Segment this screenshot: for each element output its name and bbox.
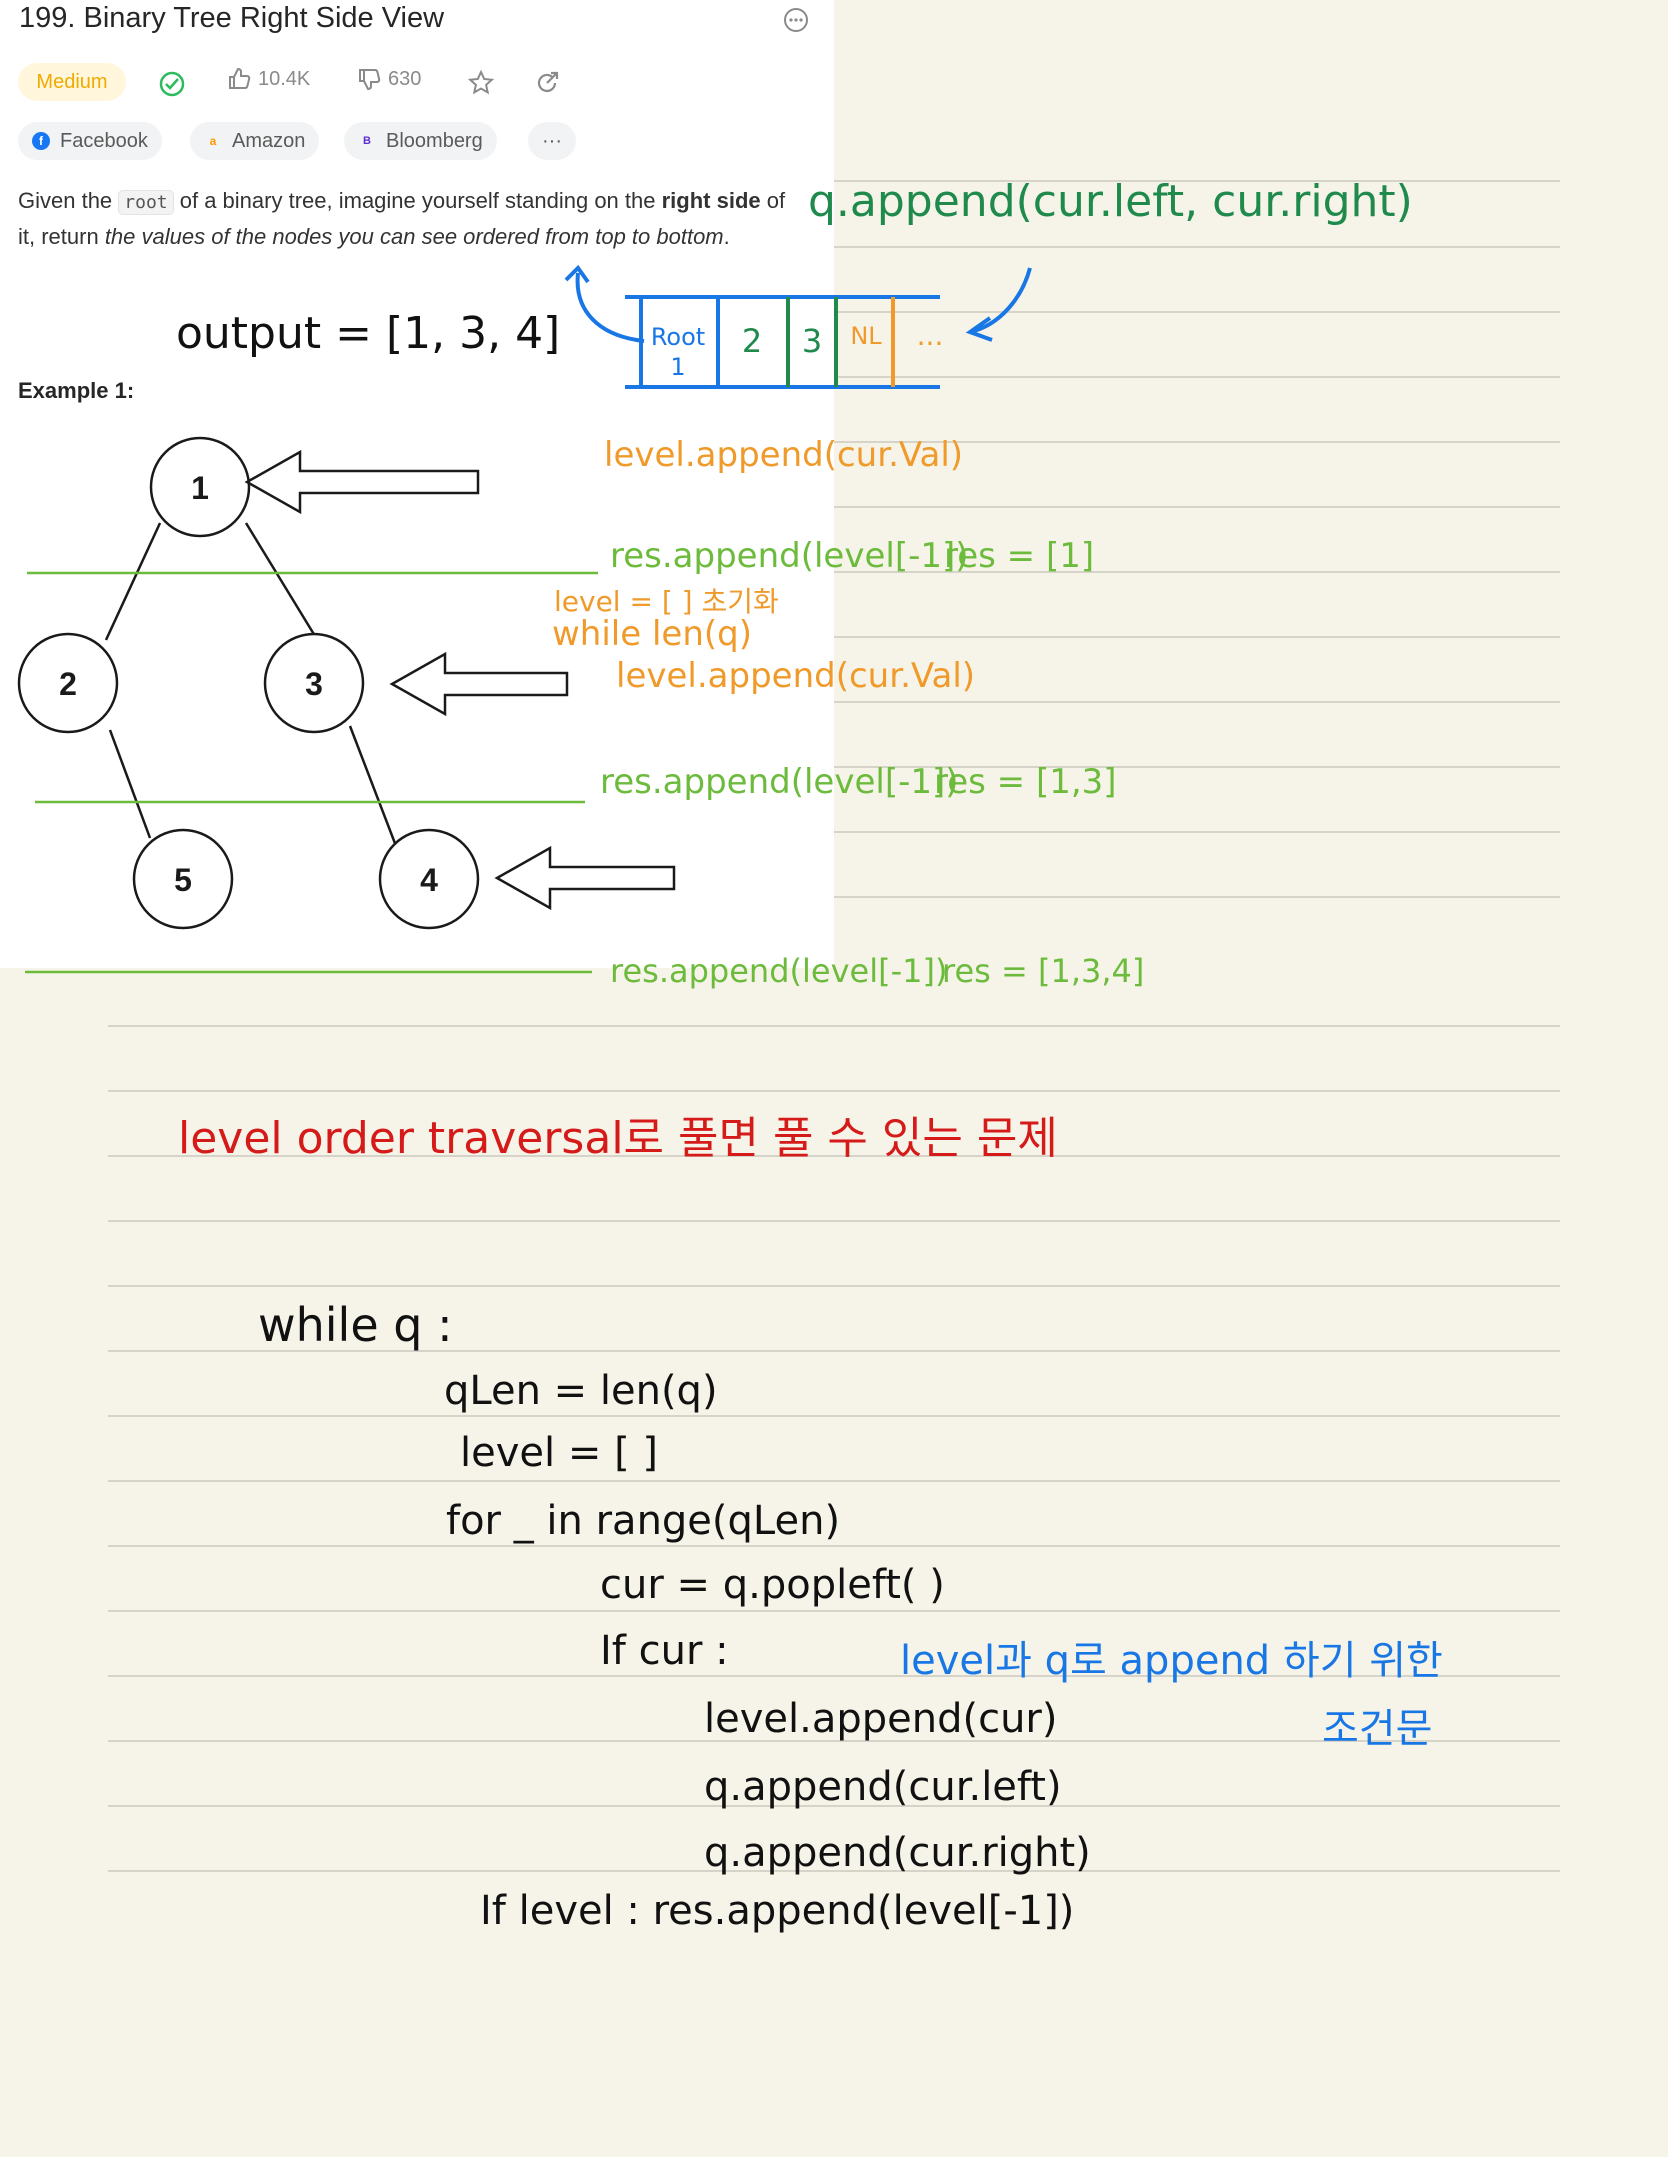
facebook-icon: f bbox=[32, 132, 50, 150]
star-icon[interactable] bbox=[467, 69, 495, 97]
company-tag-facebook[interactable]: f Facebook bbox=[18, 122, 162, 160]
code-line: level = [ ] bbox=[460, 1430, 658, 1476]
dequeue-arrow-icon bbox=[575, 272, 645, 343]
res-append-note-2: res.append(level[-1]) bbox=[600, 762, 959, 802]
edge-3-4 bbox=[348, 725, 398, 847]
level-append-note-1: level.append(cur.Val) bbox=[604, 435, 964, 475]
code-line: for _ in range(qLen) bbox=[446, 1498, 841, 1544]
dislike-button[interactable]: 630 bbox=[356, 66, 421, 92]
res-value-note-1: res = [1] bbox=[944, 536, 1095, 576]
inline-code-root: root bbox=[118, 190, 174, 215]
condition-note: level과 q로 append 하기 위한 bbox=[900, 1638, 1443, 1684]
level-reset-note: level = [ ] 초기화 bbox=[554, 585, 779, 618]
while-len-note: while len(q) bbox=[552, 614, 752, 654]
node-label-4: 4 bbox=[420, 862, 438, 898]
node-label-2: 2 bbox=[59, 666, 77, 702]
arrow-head-icon bbox=[965, 316, 993, 342]
code-line: If cur : bbox=[600, 1628, 729, 1674]
amazon-icon: a bbox=[209, 134, 217, 148]
queue-cell-2: 2 bbox=[742, 322, 762, 360]
right-arrow-icon bbox=[494, 845, 676, 911]
queue-cell-3: 3 bbox=[802, 322, 822, 360]
queue-root-label: Root bbox=[651, 323, 705, 351]
queue-diagram bbox=[564, 264, 1032, 389]
company-tag-bloomberg[interactable]: B Bloomberg bbox=[344, 122, 497, 160]
thumbs-down-icon bbox=[359, 69, 381, 91]
enqueue-arrow-icon bbox=[969, 267, 1032, 334]
more-companies-button[interactable]: ··· bbox=[528, 122, 576, 160]
node-circle-3 bbox=[263, 632, 365, 734]
difficulty-badge: Medium bbox=[18, 63, 126, 101]
example-label: Example 1: bbox=[18, 378, 135, 403]
code-line: q.append(cur.left) bbox=[704, 1764, 1062, 1810]
edge-1-2 bbox=[104, 522, 162, 641]
like-button[interactable]: 10.4K bbox=[226, 66, 310, 92]
dislike-count: 630 bbox=[388, 67, 422, 90]
code-line: qLen = len(q) bbox=[444, 1368, 718, 1414]
arrow-head-icon bbox=[564, 264, 590, 284]
level-append-note-2: level.append(cur.Val) bbox=[616, 656, 976, 696]
node-circle-4 bbox=[378, 828, 480, 930]
thumbs-up-icon bbox=[229, 67, 251, 89]
queue-root-value: 1 bbox=[670, 353, 685, 381]
node-circle-1 bbox=[149, 436, 251, 538]
edge-1-3 bbox=[244, 522, 317, 637]
edge-2-5 bbox=[108, 729, 152, 839]
node-label-5: 5 bbox=[174, 862, 192, 898]
tree-diagram: 1 2 3 5 4 Root 1 2 3 NL ... bbox=[17, 264, 1032, 974]
code-line: level.append(cur) bbox=[704, 1696, 1058, 1742]
condition-note-2: 조건문 bbox=[1322, 1706, 1433, 1752]
res-value-note-3: res = [1,3,4] bbox=[942, 952, 1145, 990]
node-circle-5 bbox=[132, 828, 234, 930]
problem-title: 199. Binary Tree Right Side View bbox=[19, 2, 445, 34]
code-line: q.append(cur.right) bbox=[704, 1830, 1091, 1876]
res-append-note-1: res.append(level[-1]) bbox=[610, 536, 969, 576]
queue-cell-more: ... bbox=[917, 319, 944, 352]
solved-check-icon bbox=[159, 71, 185, 97]
output-note: output = [1, 3, 4] bbox=[176, 308, 561, 359]
company-tag-amazon[interactable]: a Amazon bbox=[190, 122, 320, 160]
q-append-note: q.append(cur.left, cur.right) bbox=[808, 176, 1413, 227]
more-options-icon[interactable] bbox=[783, 7, 809, 33]
bloomberg-icon: B bbox=[363, 135, 371, 147]
like-count: 10.4K bbox=[258, 67, 311, 90]
share-icon[interactable] bbox=[533, 69, 561, 97]
node-circle-2 bbox=[17, 632, 119, 734]
node-label-1: 1 bbox=[191, 470, 209, 506]
right-arrow-icon bbox=[389, 651, 569, 717]
queue-cell-nl: NL bbox=[850, 322, 882, 350]
headline-note: level order traversal로 풀면 풀 수 있는 문제 bbox=[178, 1113, 1058, 1164]
code-line: If level : res.append(level[-1]) bbox=[480, 1888, 1075, 1934]
res-append-note-3: res.append(level[-1]) bbox=[610, 952, 948, 990]
problem-description: Given the root of a binary tree, imagine… bbox=[18, 188, 786, 249]
res-value-note-2: res = [1,3] bbox=[934, 762, 1117, 802]
code-line: while q : bbox=[258, 1298, 453, 1352]
code-line: cur = q.popleft( ) bbox=[600, 1562, 945, 1608]
right-arrow-icon bbox=[244, 449, 480, 515]
node-label-3: 3 bbox=[305, 666, 323, 702]
